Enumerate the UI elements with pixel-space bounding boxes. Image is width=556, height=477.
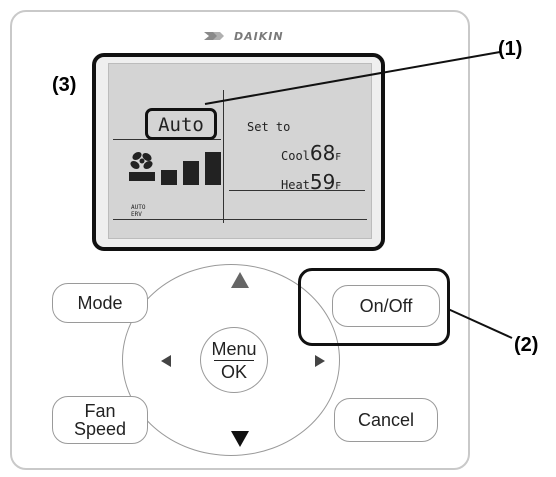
- fan-level-bar: [161, 170, 177, 185]
- callout-1: (1): [498, 38, 523, 60]
- auto-erv-label: AUTO ERV: [131, 204, 145, 218]
- ok-label: OK: [220, 361, 247, 382]
- mode-button-label: Mode: [77, 293, 123, 313]
- fan-speed-label-2: Speed: [73, 419, 127, 439]
- daikin-logo-icon: [204, 32, 224, 40]
- menu-ok-button[interactable]: Menu OK: [200, 327, 268, 393]
- set-to-label: Set to: [247, 120, 291, 134]
- fan-level-bar: [183, 161, 199, 185]
- cool-value: 68: [309, 141, 336, 165]
- display-highlight-3: Auto AUTO ERV Set to Cool68F Heat59F: [92, 53, 385, 251]
- callout-3: (3): [52, 74, 77, 96]
- lcd-divider: [113, 219, 367, 220]
- cool-unit: F: [335, 152, 342, 163]
- mode-value: Auto: [158, 114, 204, 136]
- brand-name: DAIKIN: [234, 29, 284, 43]
- left-arrow-icon[interactable]: [160, 354, 172, 368]
- down-arrow-icon[interactable]: [230, 430, 250, 448]
- cool-setpoint: Cool68F: [281, 141, 341, 165]
- heat-setpoint: Heat59F: [281, 170, 341, 194]
- heat-value: 59: [309, 170, 336, 194]
- auto-label: AUTO: [131, 204, 146, 211]
- brand-logo: DAIKIN: [204, 28, 284, 44]
- fan-speed-button[interactable]: Fan Speed: [52, 396, 148, 444]
- heat-unit: F: [335, 181, 342, 192]
- fan-icon: [129, 151, 155, 181]
- menu-label: Menu: [211, 338, 257, 359]
- menu-ok-divider: [214, 359, 254, 361]
- lcd-divider: [223, 90, 224, 223]
- mode-button[interactable]: Mode: [52, 283, 148, 323]
- lcd-screen: Auto AUTO ERV Set to Cool68F Heat59F: [108, 63, 372, 239]
- lcd-divider: [229, 190, 365, 191]
- fan-level-bar: [205, 152, 221, 185]
- on-off-highlight-2: [298, 268, 450, 346]
- on-off-button-label: On/Off: [359, 296, 413, 316]
- erv-label: ERV: [131, 211, 142, 218]
- on-off-button[interactable]: On/Off: [332, 285, 440, 327]
- right-arrow-icon[interactable]: [314, 354, 326, 368]
- mode-indicator: Auto: [145, 108, 217, 140]
- cancel-button[interactable]: Cancel: [334, 398, 438, 442]
- heat-label: Heat: [281, 178, 310, 192]
- fan-speed-label-1: Fan: [84, 401, 116, 421]
- callout-2: (2): [514, 334, 539, 356]
- cancel-button-label: Cancel: [357, 410, 415, 430]
- cool-label: Cool: [281, 149, 310, 163]
- up-arrow-icon[interactable]: [230, 271, 250, 289]
